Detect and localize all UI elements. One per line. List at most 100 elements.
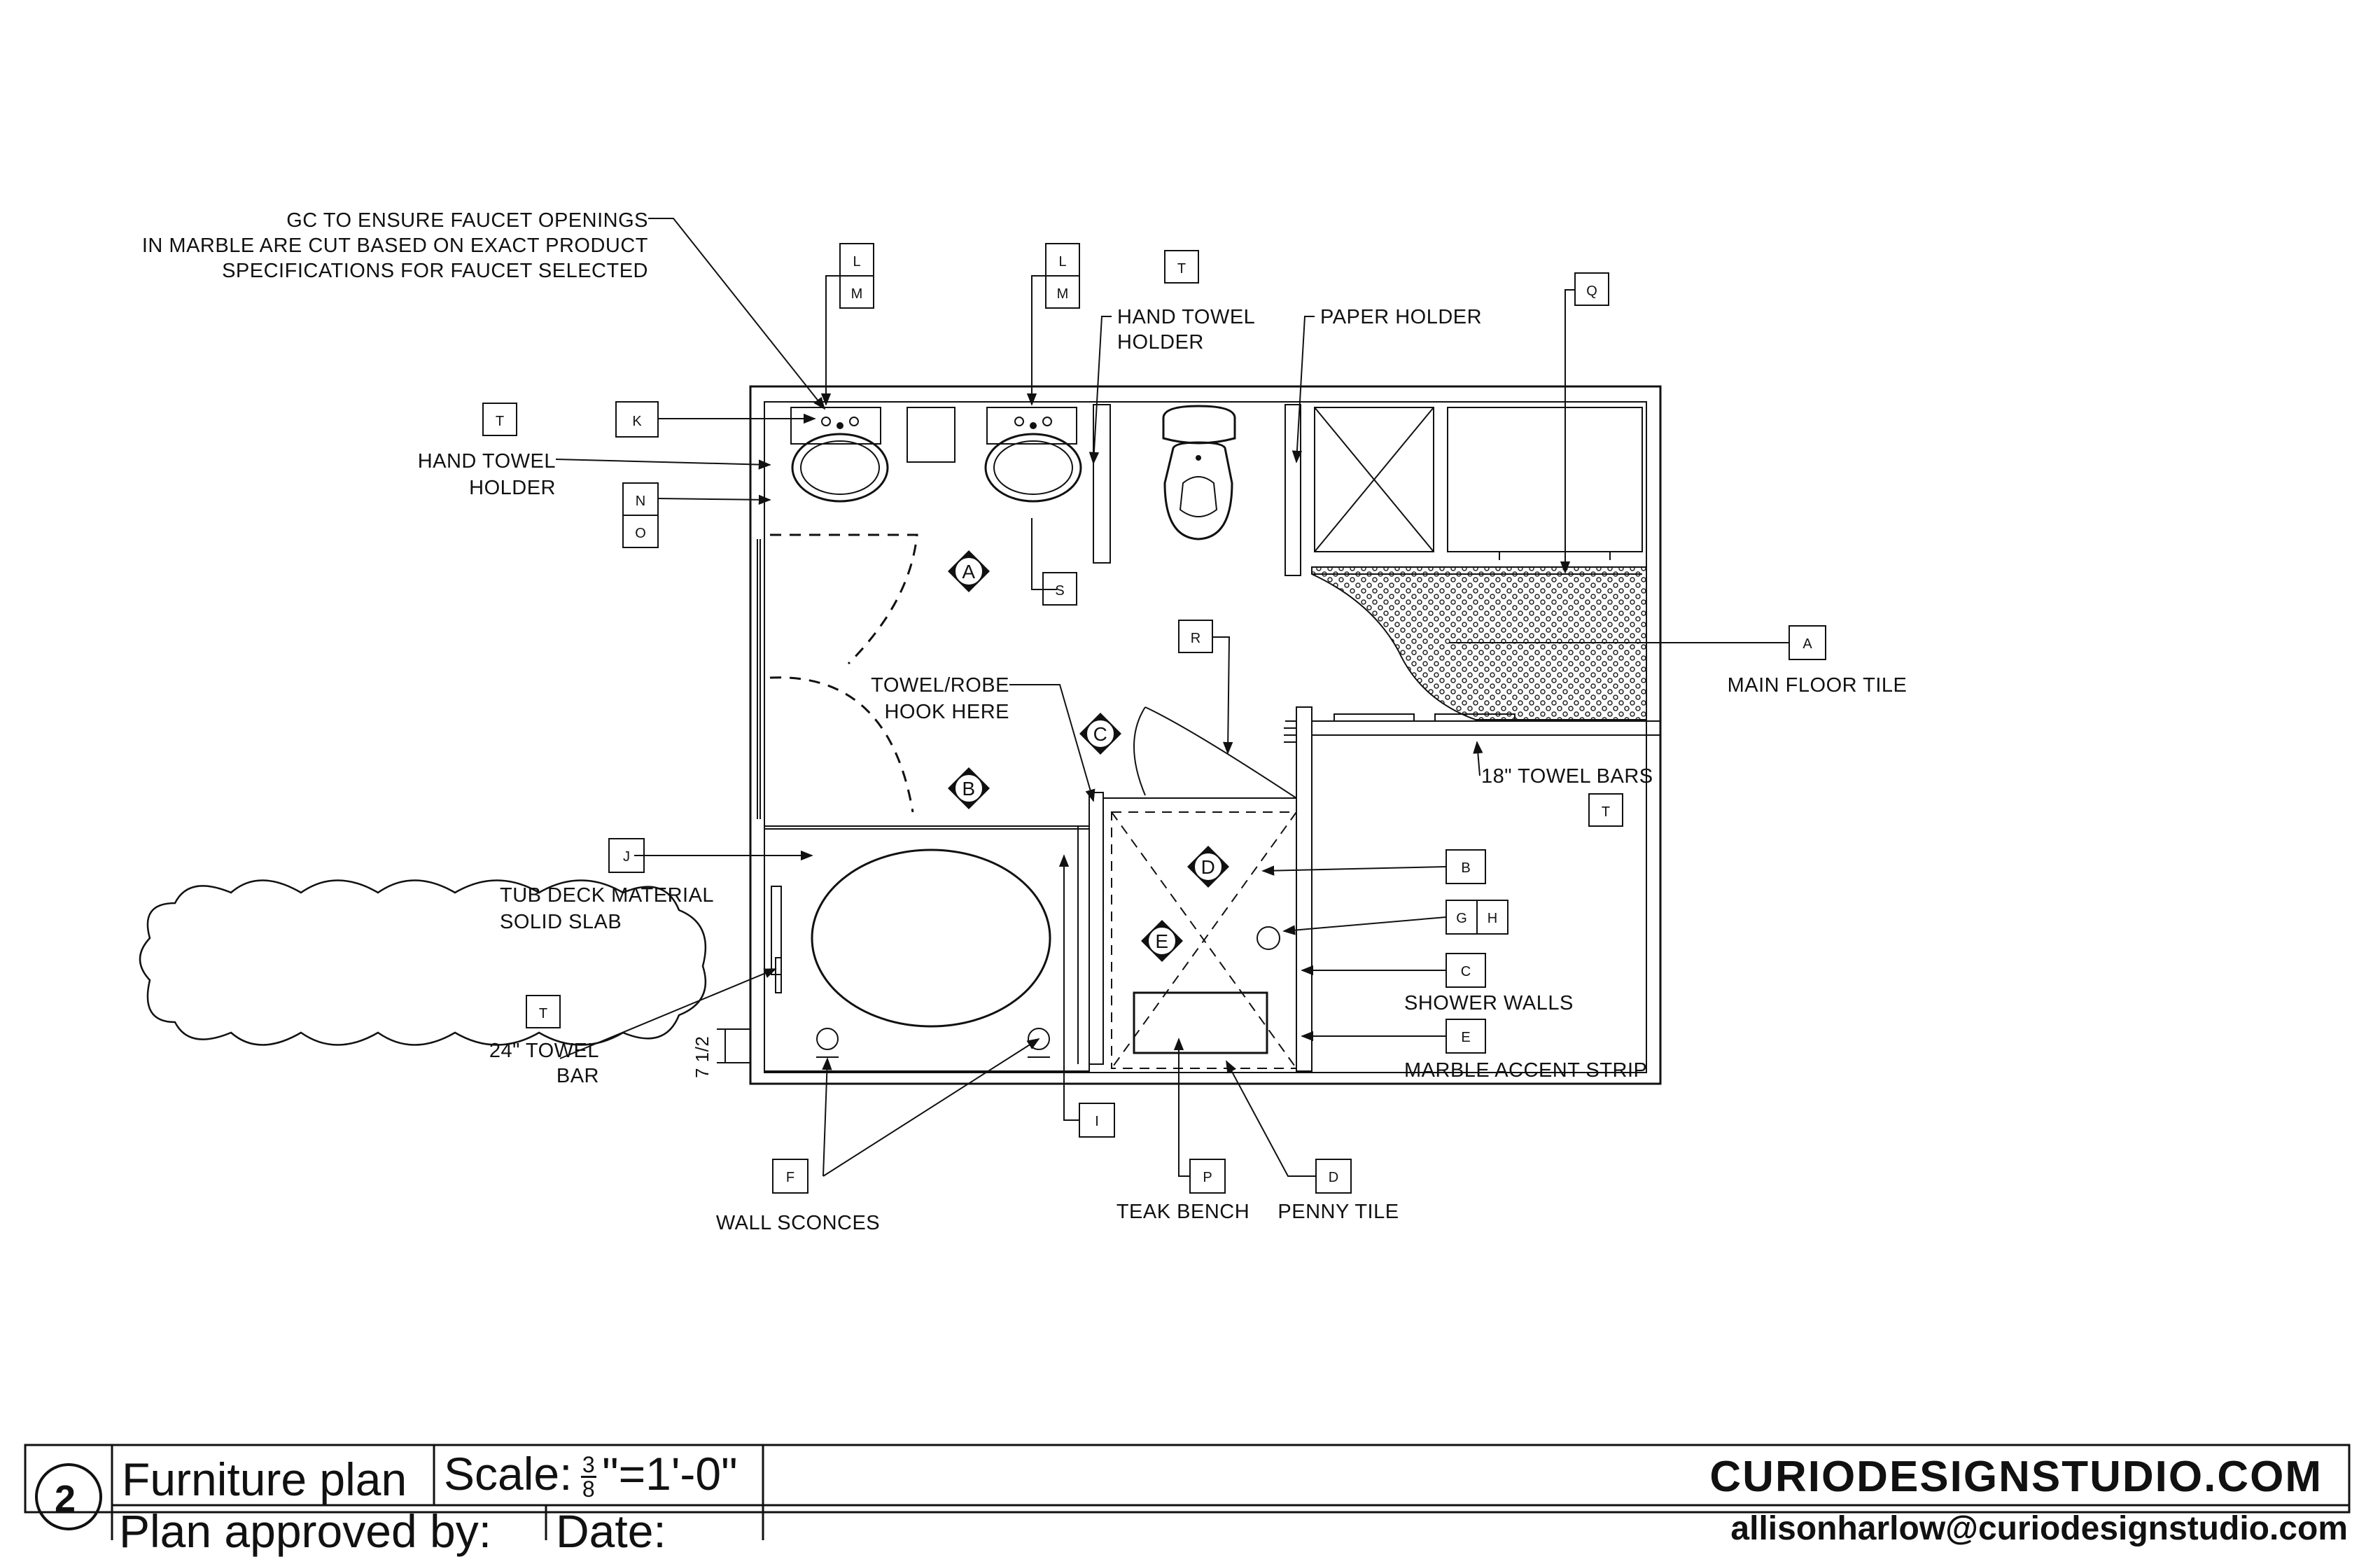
shower-walls-label: SHOWER WALLS (1404, 992, 1574, 1014)
tag-P: P (1189, 1159, 1226, 1194)
gc-note-line2: IN MARBLE ARE CUT BASED ON EXACT PRODUCT (142, 235, 648, 257)
tag-T-top: T (1164, 250, 1199, 284)
teak-bench (1133, 991, 1268, 1054)
tag-L-left: L (839, 243, 874, 277)
plan-approved-by: Plan approved by: (119, 1505, 492, 1557)
svg-text:P: P (1203, 1170, 1212, 1185)
gc-note-line1: GC TO ENSURE FAUCET OPENINGS (286, 209, 648, 232)
bathtub (764, 826, 1090, 1072)
hand-towel-left-line1: HAND TOWEL (418, 450, 556, 473)
svg-text:G: G (1456, 911, 1467, 926)
scale-numerator: 3 (580, 1452, 596, 1478)
svg-text:T: T (496, 414, 504, 429)
tag-Q: Q (1574, 272, 1609, 306)
towel-bar-24-line2: BAR (556, 1065, 599, 1087)
towel-bar-24-line1: 24" TOWEL (489, 1040, 599, 1062)
zone-B: B (948, 767, 990, 809)
penny-tile-label: PENNY TILE (1278, 1201, 1399, 1223)
svg-text:C: C (1461, 964, 1471, 979)
dimension-text: 7 1/2 (692, 1036, 713, 1078)
zone-markers: A B C D E (948, 550, 1229, 962)
studio-website: CURIODESIGNSTUDIO.COM (1709, 1453, 2323, 1501)
shower (1111, 811, 1297, 1069)
dimension-7-1-2: 7 1/2 (692, 1028, 750, 1078)
svg-text:K: K (632, 414, 642, 429)
tag-boxes: L M L M T Q T K N O S R A T J B G H C E … (482, 243, 1826, 1194)
svg-text:E: E (1461, 1030, 1470, 1045)
annotations: GC TO ENSURE FAUCET OPENINGS IN MARBLE A… (142, 209, 1907, 1234)
svg-text:A: A (1802, 636, 1812, 652)
svg-text:F: F (786, 1170, 794, 1185)
tag-K: K (615, 401, 659, 438)
svg-text:T: T (1177, 261, 1186, 277)
tag-T-left: T (482, 403, 517, 436)
drawing-number-circle (35, 1463, 102, 1530)
svg-text:B: B (962, 778, 975, 800)
door-swings (769, 533, 1297, 813)
svg-text:D: D (1201, 856, 1216, 878)
tag-G: G (1446, 900, 1478, 935)
scale: Scale: 3 8 "=1'-0" (444, 1451, 738, 1507)
shower-valve (1256, 926, 1280, 950)
toilet (1162, 405, 1236, 540)
tag-T-towelbars: T (1588, 793, 1623, 827)
zone-E: E (1141, 920, 1183, 962)
studio-email: allisonharlow@curiodesignstudio.com (1730, 1510, 2348, 1547)
teak-bench-label: TEAK BENCH (1116, 1201, 1250, 1223)
zone-D: D (1187, 846, 1229, 888)
svg-text:R: R (1191, 631, 1200, 646)
title-block-frame (24, 1444, 2351, 1540)
vanity (790, 407, 1082, 503)
svg-text:J: J (623, 849, 630, 865)
wall-sconces-label: WALL SCONCES (716, 1212, 880, 1234)
tag-S: S (1042, 572, 1077, 606)
hand-towel-left-line2: HOLDER (469, 477, 556, 499)
towel-bars-18-label: 18" TOWEL BARS (1481, 765, 1653, 788)
tag-A: A (1788, 625, 1826, 660)
zone-A: A (948, 550, 990, 592)
svg-text:B: B (1461, 860, 1470, 876)
tag-O: O (622, 515, 659, 548)
svg-text:Q: Q (1586, 284, 1597, 299)
tag-H: H (1476, 900, 1508, 935)
tag-T-towelbar24: T (526, 995, 561, 1028)
tag-R: R (1178, 620, 1213, 653)
drawing-number: 2 (55, 1478, 76, 1520)
gc-note-line3: SPECIFICATIONS FOR FAUCET SELECTED (222, 260, 648, 282)
tub-deck-line2: SOLID SLAB (500, 911, 622, 933)
drawing-title: Furniture plan (122, 1453, 407, 1505)
tag-F: F (772, 1159, 808, 1194)
closets (1314, 407, 1643, 560)
tag-I: I (1079, 1103, 1115, 1138)
tag-N: N (622, 482, 659, 516)
tag-D: D (1315, 1159, 1352, 1194)
scale-fraction: 3 8 (580, 1452, 596, 1502)
scale-denominator: 8 (582, 1476, 595, 1502)
paper-holder-label: PAPER HOLDER (1320, 306, 1482, 328)
svg-text:M: M (851, 286, 863, 302)
tub-deck-line1: TUB DECK MATERIAL (500, 884, 714, 907)
svg-text:A: A (962, 561, 975, 582)
svg-text:D: D (1329, 1170, 1338, 1185)
svg-text:E: E (1155, 930, 1168, 952)
marble-strip-label: MARBLE ACCENT STRIP (1404, 1059, 1647, 1082)
svg-text:N: N (636, 494, 645, 509)
tag-J: J (608, 838, 645, 873)
svg-text:L: L (853, 254, 860, 270)
svg-text:M: M (1057, 286, 1069, 302)
hand-towel-top-line2: HOLDER (1117, 331, 1204, 354)
revision-cloud (139, 879, 707, 1046)
scale-label: Scale: (444, 1448, 573, 1500)
zone-C: C (1079, 713, 1121, 755)
sink-right (984, 433, 1082, 503)
svg-text:S: S (1055, 583, 1064, 599)
sink-left (791, 433, 889, 503)
svg-text:T: T (539, 1006, 547, 1021)
tag-M-left: M (839, 275, 874, 309)
svg-text:L: L (1058, 254, 1066, 270)
tag-L-right: L (1045, 243, 1080, 277)
hand-towel-top-line1: HAND TOWEL (1117, 306, 1255, 328)
towel-robe-line2: HOOK HERE (884, 701, 1009, 723)
svg-text:T: T (1602, 804, 1610, 820)
